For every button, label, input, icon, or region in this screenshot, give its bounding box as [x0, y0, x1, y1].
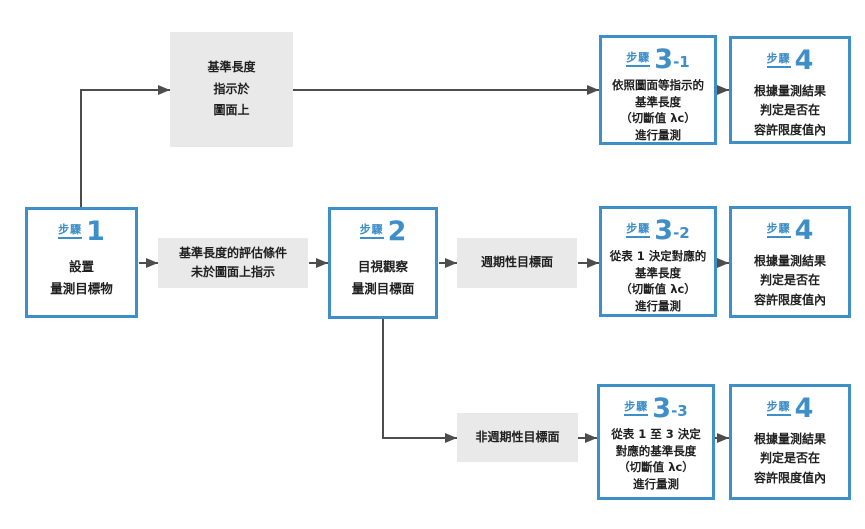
step-body-line: 根據量測結果 — [753, 432, 826, 447]
condition-line: 指示於 — [213, 81, 250, 96]
step-body-line: （切斷值 λc） — [620, 282, 696, 297]
step-number: 2 — [387, 216, 407, 247]
condition-line: 基準長度 — [207, 60, 256, 75]
step-4-body: 根據量測結果 判定是否在 容許限度值內 — [754, 82, 826, 140]
step-body-line: 量測目標物 — [50, 281, 113, 296]
step-3-1-body: 依照圖面等指示的 基準長度 （切斷值 λc） 進行量測 — [612, 77, 704, 143]
step-body-line: 容許限度值內 — [753, 122, 826, 137]
step-body-line: 從表 1 至 3 決定 — [611, 427, 701, 442]
condition-line: 圖面上 — [213, 103, 250, 118]
step-1-body: 設置 量測目標物 — [50, 256, 113, 300]
step-2-header: 步驟 2 — [359, 216, 407, 247]
condition-aperiodic-box: 非週期性目標面 — [457, 413, 578, 462]
step-3-3-body: 從表 1 至 3 決定 對應的基準長度 （切斷值 λc） 進行量測 — [611, 426, 701, 492]
arrow-step1-to-indicated-icon — [80, 85, 170, 207]
step-body-line: 量測目標面 — [351, 281, 415, 296]
step-body-line: 判定是否在 — [759, 103, 820, 118]
step-number: 4 — [794, 45, 814, 76]
step-body-line: （切斷值 λc） — [620, 111, 696, 126]
step-2-box: 步驟 2 目視觀察 量測目標面 — [328, 207, 438, 319]
condition-indicated-box: 基準長度 指示於 圖面上 — [170, 32, 293, 147]
step-body-line: 對應的基準長度 — [615, 443, 697, 458]
step-body-line: 容許限度值內 — [753, 470, 826, 485]
step-body-line: （切斷值 λc） — [618, 460, 694, 475]
step-4-top-box: 步驟 4 根據量測結果 判定是否在 容許限度值內 — [729, 36, 851, 144]
step-number-suffix: -1 — [673, 53, 690, 72]
step-4-bottom-box: 步驟 4 根據量測結果 判定是否在 容許限度值內 — [729, 384, 851, 500]
step-4-header: 步驟 4 — [766, 45, 814, 76]
step-1-box: 步驟 1 設置 量測目標物 — [25, 207, 138, 318]
step-number: 4 — [794, 215, 814, 246]
step-label: 步驟 — [626, 51, 651, 68]
step-number: 3 — [654, 215, 674, 246]
step-body-line: 基準長度 — [634, 265, 681, 280]
step-label: 步驟 — [766, 52, 791, 69]
arrow-step2-to-aperiodic-icon — [382, 319, 457, 443]
step-body-line: 從表 1 決定對應的 — [609, 249, 707, 264]
step-body-line: 設置 — [68, 259, 94, 275]
step-label: 步驟 — [766, 222, 791, 239]
condition-line: 基準長度的評估條件 — [178, 246, 287, 261]
step-number-suffix: -2 — [673, 224, 690, 243]
step-body-line: 判定是否在 — [759, 451, 820, 466]
step-label: 步驟 — [624, 400, 649, 417]
step-number: 3 — [654, 44, 674, 75]
step-body-line: 目視觀察 — [357, 259, 408, 275]
step-4-middle-box: 步驟 4 根據量測結果 判定是否在 容許限度值內 — [729, 206, 851, 318]
condition-line: 週期性目標面 — [480, 255, 553, 270]
step-body-line: 容許限度值內 — [753, 292, 826, 307]
step-4-header: 步驟 4 — [766, 393, 814, 424]
step-body-line: 依照圖面等指示的 — [612, 78, 704, 93]
step-3-2-header: 步驟 3 -2 — [626, 215, 690, 246]
step-number: 3 — [652, 393, 672, 424]
step-1-header: 步驟 1 — [58, 216, 105, 247]
step-number-suffix: -3 — [671, 402, 688, 421]
step-3-3-header: 步驟 3 -3 — [624, 393, 688, 424]
step-label: 步驟 — [58, 223, 83, 240]
step-3-2-box: 步驟 3 -2 從表 1 決定對應的 基準長度 （切斷值 λc） 進行量測 — [599, 206, 717, 317]
step-label: 步驟 — [766, 400, 791, 417]
step-number: 1 — [86, 216, 105, 247]
step-4-header: 步驟 4 — [766, 215, 814, 246]
step-4-body: 根據量測結果 判定是否在 容許限度值內 — [754, 252, 826, 310]
step-4-body: 根據量測結果 判定是否在 容許限度值內 — [754, 430, 826, 488]
condition-line: 非週期性目標面 — [475, 429, 560, 444]
step-body-line: 判定是否在 — [759, 273, 820, 288]
condition-not-indicated-box: 基準長度的評估條件 未於圖面上指示 — [158, 238, 308, 288]
step-number: 4 — [794, 393, 814, 424]
step-body-line: 根據量測結果 — [753, 254, 826, 269]
step-3-1-header: 步驟 3 -1 — [626, 44, 690, 75]
step-3-1-box: 步驟 3 -1 依照圖面等指示的 基準長度 （切斷值 λc） 進行量測 — [599, 35, 717, 145]
step-body-line: 根據量測結果 — [753, 84, 826, 99]
condition-line: 未於圖面上指示 — [190, 265, 275, 279]
step-body-line: 進行量測 — [634, 298, 681, 313]
step-3-3-box: 步驟 3 -3 從表 1 至 3 決定 對應的基準長度 （切斷值 λc） 進行量… — [597, 384, 715, 500]
condition-periodic-box: 週期性目標面 — [457, 238, 577, 288]
step-label: 步驟 — [626, 222, 651, 239]
step-2-body: 目視觀察 量測目標面 — [352, 256, 415, 300]
step-3-2-body: 從表 1 決定對應的 基準長度 （切斷值 λc） 進行量測 — [610, 248, 707, 314]
step-label: 步驟 — [359, 223, 384, 240]
step-body-line: 進行量測 — [633, 476, 679, 491]
step-body-line: 基準長度 — [635, 94, 681, 109]
step-body-line: 進行量測 — [635, 127, 681, 142]
